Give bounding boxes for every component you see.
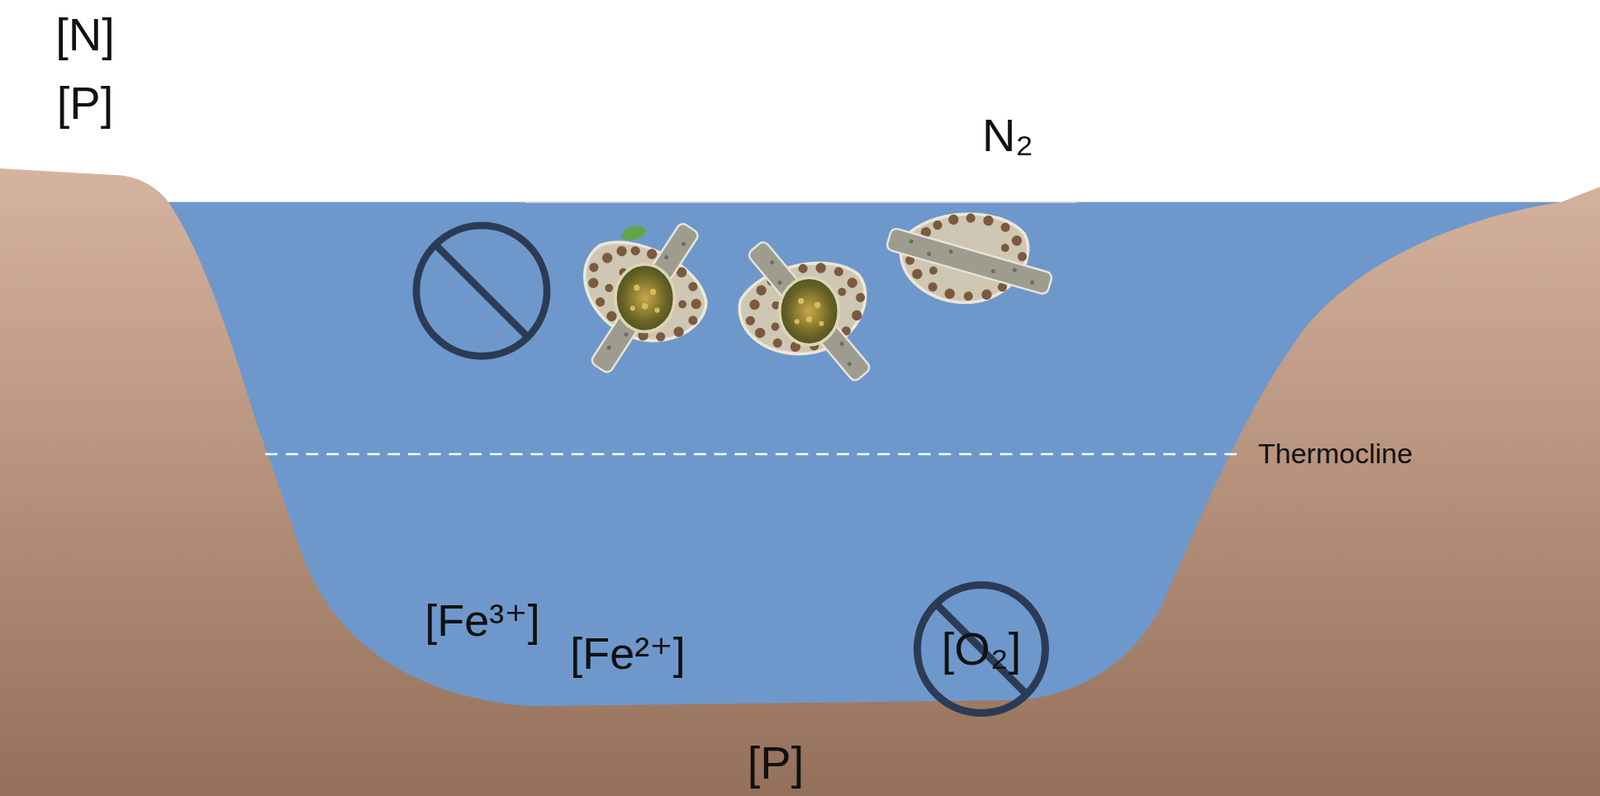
lake-basin [0,168,1600,796]
concentration-label: [P] [56,77,114,129]
cyanobacteria-illustration [565,208,1053,383]
layer-label: Thermocline [1258,438,1413,470]
prohibition-slash [935,603,1027,695]
thermocline-line [265,453,1240,456]
chemical-label: [O₂] [941,623,1021,675]
prohibition-ring [917,585,1046,714]
prohibition-symbol [416,225,547,357]
ion-label: [Fe²⁺] [569,629,686,679]
prohibited-circle: [O₂] [913,581,1050,717]
gas-label: N₂ [982,109,1034,162]
lake-water [168,202,1562,708]
concentration-label: [P] [747,737,804,789]
ion-label: [Fe³⁺] [424,596,541,646]
water-surface [525,201,1077,204]
concentration-label: [N] [55,9,115,61]
